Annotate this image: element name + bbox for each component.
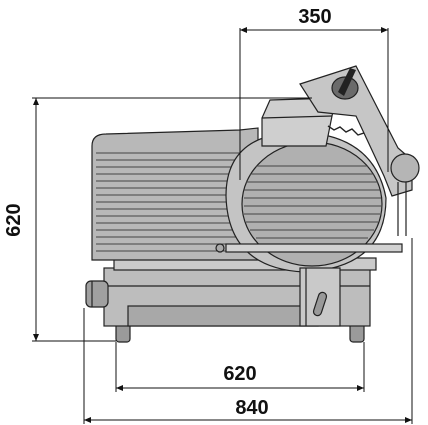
slicer-machine (85, 65, 420, 343)
bolt (215, 243, 225, 253)
top-width-label: 350 (298, 6, 331, 28)
pusher-pivot (390, 153, 420, 183)
dimension-height: 620 (3, 97, 312, 342)
overall-width-label: 840 (235, 397, 268, 419)
handle (331, 68, 359, 100)
base-width-label: 620 (223, 363, 256, 385)
control-knob (85, 280, 109, 308)
base-plate (127, 305, 319, 327)
dimension-top: 350 (239, 6, 389, 180)
cooling-ribs (96, 152, 240, 252)
dimension-base: 620 (115, 342, 365, 392)
dimension-overall: 840 (83, 238, 413, 424)
height-label: 620 (3, 203, 25, 236)
pusher-arm (299, 65, 413, 197)
thickness-knob (312, 291, 328, 317)
gauge-plate (225, 243, 403, 253)
